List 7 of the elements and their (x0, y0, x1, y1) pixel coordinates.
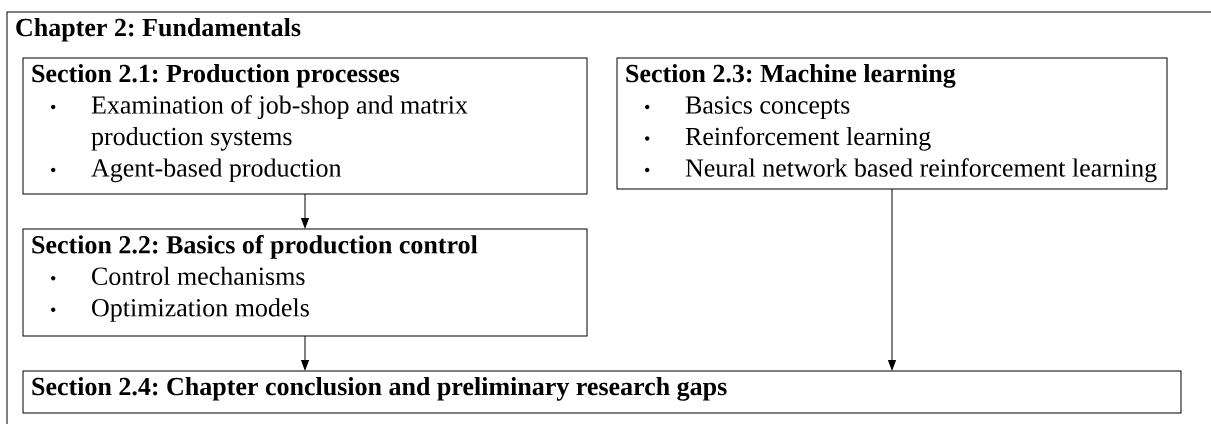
arrow (301, 335, 309, 371)
section-box: Section 2.4: Chapter conclusion and preliminary research gaps (22, 370, 1182, 414)
arrow (888, 188, 896, 371)
section-box: Section 2.1: Production processes Examination of job-shop and matrix production systems Agent-based production (22, 57, 588, 195)
section-box: Section 2.3: Machine learning Basics concepts Reinforcement learning Neural network based reinforcement learning (616, 57, 1168, 190)
section-box: Section 2.2: Basics of production control Control mechanisms Optimization models (22, 228, 588, 337)
arrow (301, 193, 309, 229)
